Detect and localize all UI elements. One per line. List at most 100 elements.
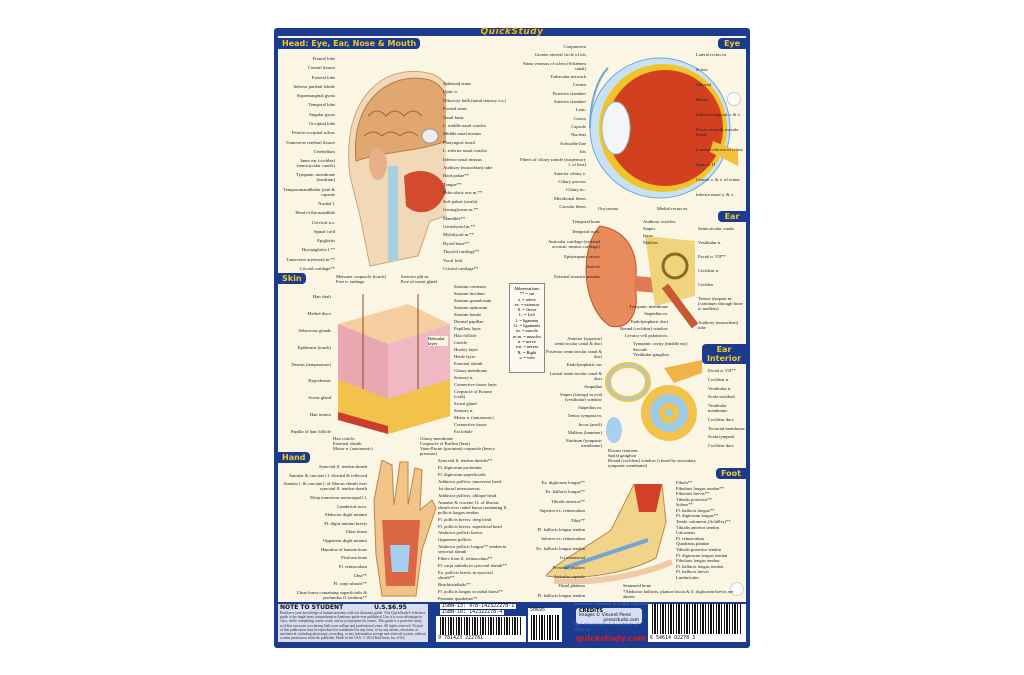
- anatomy-label: Iris: [579, 148, 586, 154]
- anatomy-label: Stratum basale: [454, 312, 482, 317]
- anatomy-label: Cochlear duct: [708, 443, 734, 448]
- anatomy-label: Synovial fl. tendon sheath: [319, 464, 367, 469]
- anatomy-label: Hard palate**: [443, 173, 469, 179]
- anatomy-label: Fl. digitorum longus**: [676, 513, 719, 519]
- anatomy-label: Auricle: [586, 264, 600, 269]
- anatomy-label: Ex. hallucis longus**: [545, 489, 585, 495]
- anatomy-label: Posterior semicircular canal & duct: [546, 349, 602, 360]
- barcode-bars: [440, 617, 522, 635]
- anatomy-label: Abductor pollicis brevis: [438, 530, 483, 536]
- anatomy-label: Spinal cord: [313, 228, 335, 234]
- anatomy-label: Ciliary process: [558, 178, 586, 184]
- credits-box: CREDITS Images © Vincent Perez perezstud…: [576, 608, 642, 624]
- anatomy-label: Sweat gland: [308, 395, 331, 401]
- anatomy-label: Papilla of hair follicle: [290, 429, 331, 434]
- anatomy-label: Trabecular network: [550, 73, 586, 79]
- hand-illustration: [373, 460, 437, 597]
- anatomy-label: Conjunctiva: [563, 44, 586, 49]
- anatomy-label: Cochlea: [698, 282, 714, 287]
- anatomy-label: Mandible**: [443, 215, 466, 221]
- price: U.S.$6.95: [374, 604, 407, 611]
- quickstudy-link[interactable]: quickstudy.com: [576, 634, 647, 643]
- anatomy-label: Temporal bone: [572, 219, 600, 224]
- anatomy-label: Inner ear (cochlea) (semicircular canals…: [296, 158, 335, 169]
- anatomy-label: Connective tissue: [454, 422, 487, 427]
- anatomy-label: Cricoid cartilage**: [299, 265, 335, 271]
- anatomy-label: Epiglottis: [317, 238, 335, 244]
- ear-interior-labels-left: Anterior (superior) semicircular canal &…: [546, 336, 602, 448]
- anatomy-label: Saccule: [633, 346, 648, 352]
- note-text: Reinforce your knowledge of human anatom…: [280, 611, 426, 641]
- anatomy-label: Malleus (hammer): [567, 429, 602, 435]
- anatomy-label: Opponens digiti minimi: [323, 538, 367, 544]
- anatomy-label: Lamina cribrosa of retina: [696, 147, 743, 152]
- anatomy-label: Tensor tympani m. (continues through bon…: [698, 296, 743, 311]
- skin-label-reticular-layer: Reticular layer: [428, 336, 448, 346]
- anatomy-label: Ex. digitorum longus**: [541, 480, 585, 485]
- anatomy-label: *Abductor hallucis, plantar fascia & fl.…: [623, 589, 734, 599]
- anatomy-label: Anterior chamber: [553, 98, 586, 104]
- anatomy-label: Fl. carpi ulnaris**: [333, 581, 367, 587]
- anatomy-label: Olfactory bulb (nasal sensory n.s.): [443, 97, 507, 103]
- anatomy-label: Anterior (superior) semicircular canal &…: [554, 336, 602, 346]
- anatomy-label: Tympanic cavity (middle ear): [633, 341, 688, 346]
- anatomy-label: Pore of sweat gland: [400, 279, 437, 284]
- anatomy-label: Hyoepiglottic l.**: [301, 247, 335, 253]
- anatomy-label: Thyroid cartilage**: [443, 249, 480, 255]
- anatomy-label: Vocal fold: [443, 257, 462, 263]
- anatomy-label: Tibia**: [570, 517, 585, 523]
- anatomy-label: Abductor digiti minimi: [324, 512, 367, 518]
- anatomy-label: Annular & cruciate l.l. of fibrous sheat…: [438, 499, 508, 515]
- credits-site: perezstudio.com: [603, 617, 639, 623]
- anatomy-label: Ampullae: [583, 383, 602, 389]
- hand-labels-right: Synovial fl. tendon sheaths**Fl. digitor…: [438, 458, 510, 601]
- eye-cross-section-illustration: [589, 57, 738, 199]
- anatomy-label: Sensory n.: [454, 375, 474, 380]
- anatomy-label: Lumbricales: [676, 574, 699, 580]
- anatomy-label: Temporal m.m.: [571, 229, 600, 234]
- anatomy-label: Inferior nasal a. & v.: [696, 192, 734, 197]
- anatomy-label: Occipital lobe: [309, 120, 335, 126]
- anatomy-label: Circular fibers: [559, 203, 586, 209]
- anatomy-label: Middle nasal meatus: [443, 131, 482, 137]
- anatomy-label: Fibers of ciliary zonule (suspensory l. …: [520, 157, 586, 168]
- anatomy-label: 1st dorsal interosseous: [438, 485, 480, 491]
- anatomy-label: Tongue**: [443, 181, 462, 187]
- section-header-hand: Hand: [278, 452, 310, 463]
- anatomy-label: Orbicularis oris m.**: [443, 190, 483, 196]
- anatomy-label: Lateral rectus m.: [696, 52, 727, 57]
- skin-cross-section-illustration: [338, 294, 450, 434]
- anatomy-label: n.n. = nerves: [515, 344, 539, 350]
- anatomy-reference-card: QuickStudy Head: Eye, Ear, Nose & Mouth …: [274, 28, 750, 648]
- anatomy-label: Vater-Pacini (pacinian) corpuscle (heavy…: [420, 446, 495, 456]
- anatomy-label: Sweat gland: [454, 401, 477, 406]
- anatomy-label: Schwalbe line: [560, 140, 586, 146]
- anatomy-label: Scala vestibuli: [708, 394, 735, 400]
- anatomy-label: Fl. hallucis longus tendon: [676, 563, 724, 569]
- anatomy-label: Nucleus: [570, 132, 586, 138]
- anatomy-label: Auditory (eustachian) tube: [698, 320, 739, 330]
- ear-illustration: [585, 225, 699, 329]
- anatomy-label: Distal phalanx: [558, 583, 585, 589]
- anatomy-label: Temporomandibular joint & capsule: [283, 186, 335, 197]
- anatomy-label: Sensory n.: [454, 408, 474, 413]
- anatomy-label: Dermal papillae: [454, 319, 484, 324]
- anatomy-label: L. middle nasal concha: [443, 123, 486, 129]
- anatomy-label: Brachioradialis**: [438, 582, 471, 588]
- anatomy-label: Opponens pollicis: [438, 537, 472, 543]
- anatomy-label: Stratum spinosum: [454, 305, 488, 310]
- anatomy-label: l.l. = ligaments: [513, 323, 541, 329]
- anatomy-label: Adductor pollicis: transverse head: [438, 478, 501, 484]
- anatomy-label: Soft palate (uvula): [443, 198, 478, 204]
- addon-bars: [531, 615, 559, 640]
- anatomy-label: Angular gyrus: [308, 111, 335, 117]
- anatomy-label: Fl. digitorum superficialis: [438, 471, 486, 477]
- anatomy-label: Greater arterial circle of iris: [534, 52, 586, 58]
- credits-title: CREDITS: [579, 608, 603, 614]
- anatomy-label: Stapes: [643, 226, 655, 231]
